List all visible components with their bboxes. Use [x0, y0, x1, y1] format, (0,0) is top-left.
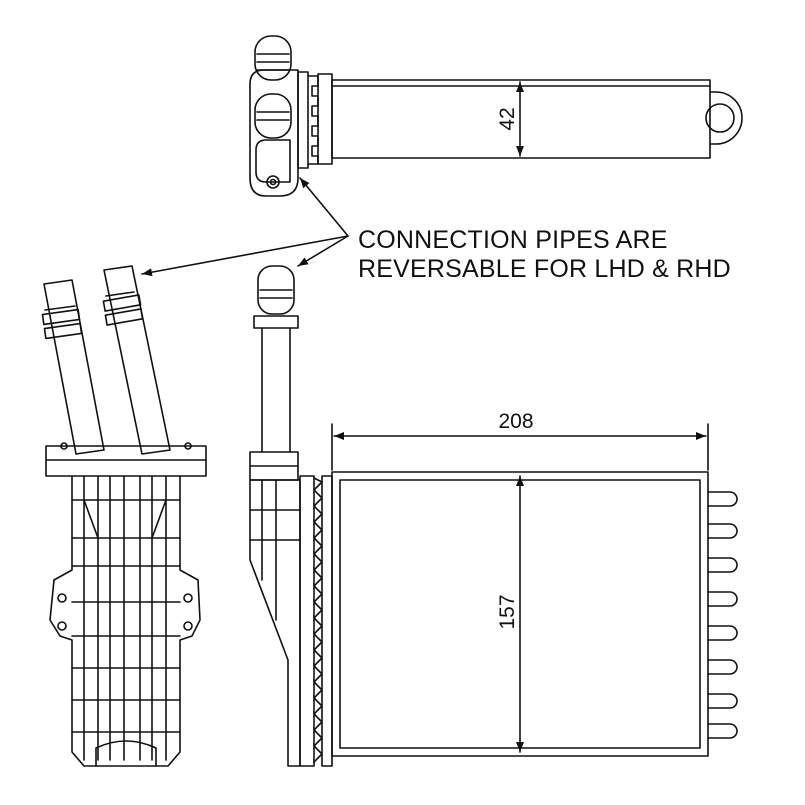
center-side-view [249, 265, 333, 767]
top-flange [249, 69, 299, 197]
left-pipe-1 [41, 279, 105, 455]
top-pipe-lower [254, 93, 292, 139]
left-pipe-2 [102, 265, 171, 455]
annotation-line-1: CONNECTION PIPES ARE [358, 226, 668, 254]
dim-157-label: 157 [496, 594, 519, 629]
tube-ends [707, 491, 738, 739]
top-pipe-upper [254, 35, 292, 81]
dim-208-label: 208 [498, 410, 533, 433]
leader-arrows [141, 177, 349, 277]
dim-42-label: 42 [496, 107, 519, 130]
top-view [249, 35, 743, 197]
top-tank [331, 79, 711, 159]
dimension-lines [331, 81, 709, 753]
left-side-view [41, 265, 207, 767]
front-core-view [331, 471, 738, 757]
core-frame [331, 471, 709, 757]
mount-hole [266, 175, 280, 189]
annotation-line-2: REVERSABLE FOR LHD & RHD [358, 255, 731, 283]
